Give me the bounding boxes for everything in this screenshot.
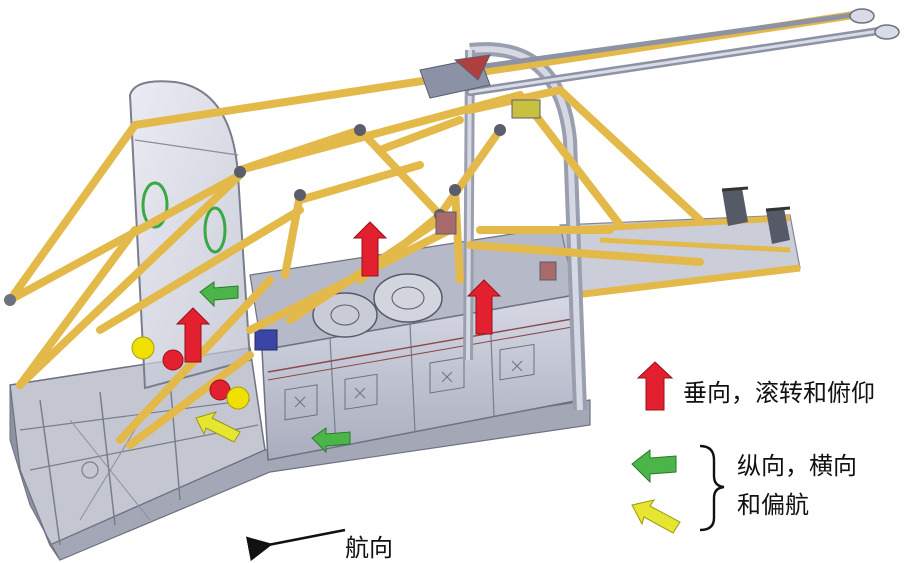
legend-red-arrow-icon [636, 361, 674, 411]
red-arrow-1 [352, 221, 388, 277]
tail-frame [559, 186, 801, 299]
legend-brace [699, 444, 725, 532]
joints [4, 54, 557, 306]
heading-label: 航向 [345, 534, 393, 562]
rear-ring-frame [463, 42, 587, 411]
legend-red-label: 垂向，滚转和俯仰 [683, 379, 875, 407]
green-arrow-1 [199, 281, 239, 308]
yellow-force-arrow [195, 411, 241, 443]
green-force-arrows [199, 281, 351, 454]
legend-gy-label-line1: 纵向，横向 [737, 452, 857, 480]
legend-gy-label-line2: 和偏航 [737, 491, 809, 519]
actuator-markers [131, 336, 250, 410]
red-arrow-3 [466, 279, 502, 335]
legend-yellow-arrow-icon [631, 499, 681, 534]
legend: 垂向，滚转和俯仰 纵向，横向 和偏航 [631, 361, 875, 534]
equipment-box [249, 224, 581, 461]
legend-green-arrow-icon [631, 448, 677, 484]
red-force-arrows [175, 221, 502, 363]
green-arrow-2 [311, 427, 351, 454]
red-arrow-2 [175, 307, 211, 363]
heading-direction: 航向 [245, 528, 393, 562]
heading-arrow [245, 528, 346, 562]
